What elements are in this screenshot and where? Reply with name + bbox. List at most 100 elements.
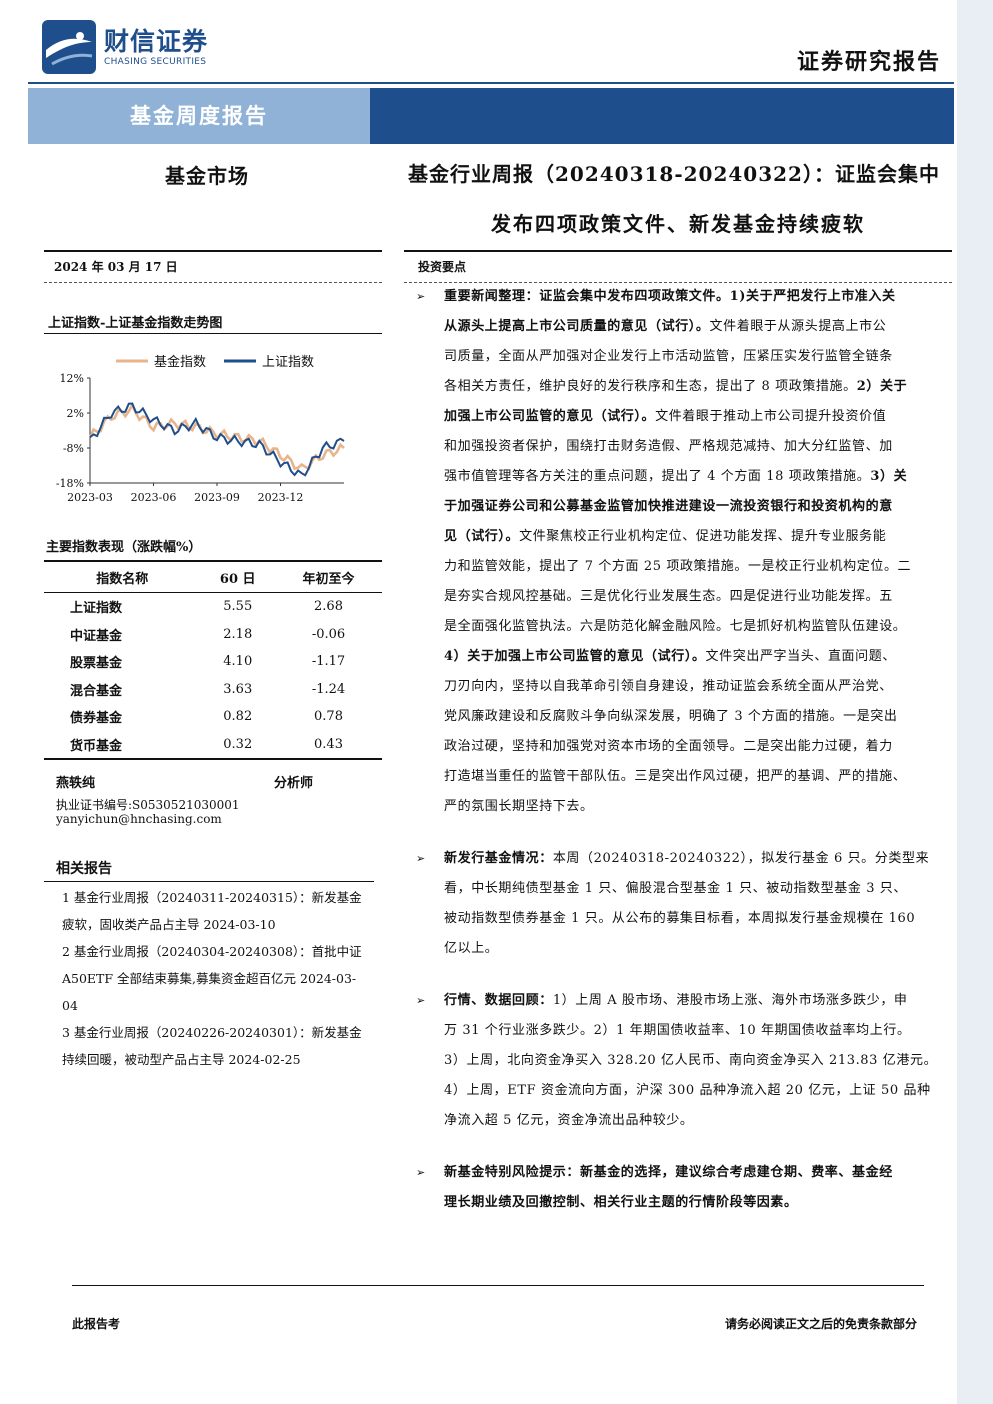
text: 文件聚焦校正行业机构定位、促进功能发挥、提升专业服务能: [519, 529, 887, 544]
cell: 0.32: [200, 730, 275, 760]
band-left: [28, 88, 370, 144]
table-header-ytd: 年初至今: [275, 560, 382, 593]
x-tick-label: 2023-03: [67, 491, 113, 504]
cell: 货币基金: [44, 730, 201, 760]
text: 党风廉政建设和反腐败斗争向纵深发展，明确了 3 个方面的措施。一是突出: [444, 709, 898, 724]
cell: 0.43: [275, 730, 382, 760]
analyst-role: 分析师: [274, 776, 314, 791]
bold-text: 见（试行）。: [444, 529, 520, 544]
paragraph-line: 理长期业绩及回撤控制、相关行业主题的行情阶段等因素。: [444, 1188, 944, 1218]
cell: 中证基金: [70, 628, 123, 644]
paragraph-line: 严的氛围长期坚持下去。: [444, 792, 944, 822]
cell: 0.82: [223, 709, 253, 725]
text: 是全面强化监管执法。六是防范化解金融风险。七是抓好机构监管队伍建设。: [444, 619, 907, 634]
paragraph-line: 新基金特别风险提示：新基金的选择，建议综合考虑建仓期、费率、基金经: [444, 1158, 944, 1188]
key-point-bullet: ➢ 新基金特别风险提示：新基金的选择，建议综合考虑建仓期、费率、基金经理长期业绩及…: [416, 1158, 944, 1218]
chart-title-rule: [44, 333, 382, 334]
cell: 5.55: [223, 599, 253, 615]
text: 文件着眼于推动上市公司提升投资价值: [655, 409, 887, 424]
paragraph-line: 刀刃向内，坚持以自我革命引领自身建设，推动证监会系统全面从严治党、: [444, 672, 944, 702]
cell: 上证指数: [70, 601, 123, 617]
bold-text: 加强上市公司监管的意见（试行）。: [444, 409, 656, 424]
paragraph-line: 打造堪当重任的监管干部队伍。三是突出作风过硬，把严的基调、严的措施、: [444, 762, 944, 792]
paragraph-line: 见（试行）。文件聚焦校正行业机构定位、促进功能发挥、提升专业服务能: [444, 522, 944, 552]
related-report-item[interactable]: 2 基金行业周报（20240304-20240308）：首批中证 A50ETF …: [62, 944, 362, 1013]
y-tick-label: -18%: [56, 477, 84, 490]
text: 被动指数型债券基金 1 只。从公布的募集目标看，本周拟发行基金规模在 160: [444, 911, 916, 926]
key-points-box: [404, 250, 952, 283]
table-row: 上证指数 5.55 2.68: [44, 593, 382, 621]
band-label: 基金周度报告: [130, 103, 268, 128]
related-report-item[interactable]: 3 基金行业周报（20240226-20240301）：新发基金持续回暖，被动型…: [62, 1025, 362, 1067]
series-line-上证指数: [89, 402, 345, 477]
footer-left: 此报告考: [72, 1317, 121, 1331]
analyst-email[interactable]: yanyichun@hnchasing.com: [56, 812, 222, 826]
logo-english-name: CHASING SECURITIES: [104, 57, 207, 67]
paragraph-line: 3）上周，北向资金净买入 328.20 亿人民币、南向资金净买入 213.83 …: [444, 1046, 944, 1076]
paragraph-line: 是全面强化监管执法。六是防范化解金融风险。七是抓好机构监管队伍建设。: [444, 612, 944, 642]
paragraph-line: 加强上市公司监管的意见（试行）。文件着眼于推动上市公司提升投资价值: [444, 402, 944, 432]
text: 各相关方责任，维护良好的发行秩序和生态，提出了 8 项政策措施。: [444, 379, 857, 394]
paragraph-line: 和加强投资者保护，围绕打击财务造假、严格规范减持、加大分红监管、加: [444, 432, 944, 462]
table-title: 主要指数表现（涨跌幅%）: [46, 540, 202, 555]
text: 亿以上。: [444, 941, 499, 956]
paragraph-line: 是夯实合规风控基础。三是优化行业发展生态。四是促进行业功能发挥。五: [444, 582, 944, 612]
footer-disclaimer: 请务必阅读正文之后的免责条款部分: [724, 1317, 917, 1331]
paragraph-line: 政治过硬，坚持和加强党对资本市场的全面领导。二是突出能力过硬，着力: [444, 732, 944, 762]
paragraph-line: 各相关方责任，维护良好的发行秩序和生态，提出了 8 项政策措施。2）关于: [444, 372, 944, 402]
paragraph-line: 于加强证券公司和公募基金监管加快推进建设一流投资银行和投资机构的意: [444, 492, 944, 522]
bullet-arrow-icon: ➢: [416, 1166, 426, 1179]
chart-title: 上证指数-上证基金指数走势图: [48, 316, 223, 331]
text: 4）上周，ETF 资金流向方面，沪深 300 品种净流入超 20 亿元，上证 5…: [444, 1083, 931, 1098]
text: 强市值管理等各方关注的重点问题，提出了 4 个方面 18 项政策措施。: [444, 469, 871, 484]
paragraph-line: 党风廉政建设和反腐败斗争向纵深发展，明确了 3 个方面的措施。一是突出: [444, 702, 944, 732]
cell: 2.68: [314, 599, 343, 615]
analyst-cert: 执业证书编号:S0530521030001: [56, 798, 240, 812]
x-tick-label: 2023-09: [194, 491, 240, 504]
text: 是夯实合规风控基础。三是优化行业发展生态。四是促进行业功能发挥。五: [444, 589, 893, 604]
related-report-item[interactable]: 1 基金行业周报（20240311-20240315）：新发基金疲软，固收类产品…: [62, 890, 362, 932]
text: 文件着眼于从源头提高上市公: [709, 319, 887, 334]
text: 看，中长期纯债型基金 1 只、偏股混合型基金 1 只、被动指数型基金 3 只、: [444, 881, 908, 896]
table-header-60d: 60 日: [200, 560, 275, 593]
report-title-line1: 基金行业周报（20240318-20240322）：证监会集中: [408, 162, 940, 186]
bullet-arrow-icon: ➢: [416, 290, 426, 303]
bold-text: 新发行基金情况：: [444, 851, 553, 866]
paragraph-line: 强市值管理等各方关注的重点问题，提出了 4 个方面 18 项政策措施。3）关: [444, 462, 944, 492]
paragraph-line: 万 31 个行业涨多跌少。2）1 年期国债收益率、10 年期国债收益率均上行。: [444, 1016, 944, 1046]
bullet-arrow-icon: ➢: [416, 994, 426, 1007]
key-point-bullet: ➢ 新发行基金情况：本周（20240318-20240322），拟发行基金 6 只…: [416, 844, 944, 964]
paragraph-line: 4）上周，ETF 资金流向方面，沪深 300 品种净流入超 20 亿元，上证 5…: [444, 1076, 944, 1106]
bold-text: 行情、数据回顾：: [444, 993, 553, 1008]
paragraph-line: 力和监管效能，提出了 7 个方面 25 项政策措施。一是校正行业机构定位。二: [444, 552, 944, 582]
text: 力和监管效能，提出了 7 个方面 25 项政策措施。一是校正行业机构定位。二: [444, 559, 912, 574]
cell: 混合基金: [70, 683, 123, 699]
date-box: [44, 250, 382, 283]
y-tick-label: -8%: [63, 442, 84, 455]
text: 万 31 个行业涨多跌少。2）1 年期国债收益率、10 年期国债收益率均上行。: [444, 1023, 911, 1038]
cell: -1.17: [311, 654, 346, 670]
band-right: [370, 88, 954, 144]
footer-divider: [72, 1285, 924, 1286]
related-rule: [44, 881, 374, 882]
legend-label: 基金指数: [154, 354, 206, 370]
bold-text: 从源头上提高上市公司质量的意见（试行）。: [444, 319, 710, 334]
paragraph-line: 行情、数据回顾：1）上周 A 股市场、港股市场上涨、海外市场涨多跌少，申: [444, 986, 944, 1016]
analyst-name: 燕轶纯: [56, 776, 96, 791]
logo-chinese-name: 财信证券: [104, 27, 209, 56]
paragraph-line: 重要新闻整理：证监会集中发布四项政策文件。1)关于严把发行上市准入关: [444, 282, 944, 312]
cell: -0.06: [311, 626, 346, 642]
text: 本周（20240318-20240322），拟发行基金 6 只。分类型来: [552, 851, 930, 866]
text: 刀刃向内，坚持以自我革命引领自身建设，推动证监会系统全面从严治党、: [444, 679, 893, 694]
bullet-arrow-icon: ➢: [416, 852, 426, 865]
key-points-body: ➢ 重要新闻整理：证监会集中发布四项政策文件。1)关于严把发行上市准入关从源头上提…: [416, 282, 944, 1218]
table-header-name: 指数名称: [44, 560, 201, 593]
legend-label: 上证指数: [262, 355, 314, 370]
text: 文件突出严字当头、直面问题、: [705, 649, 896, 664]
